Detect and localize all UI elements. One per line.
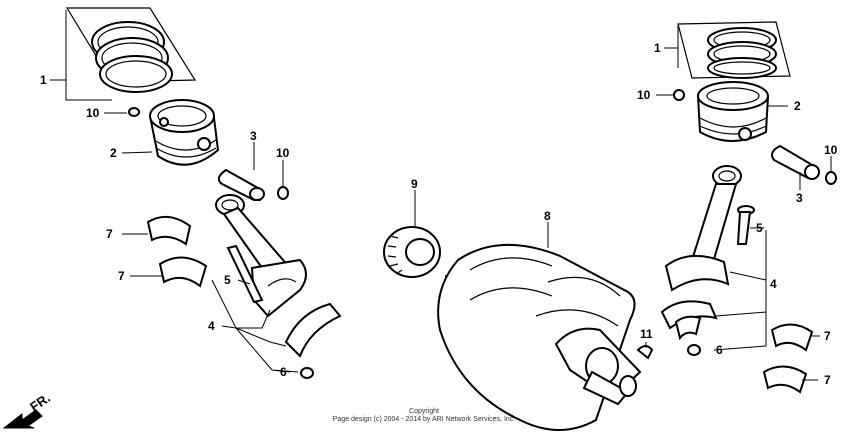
rod-nut-left[interactable] bbox=[300, 367, 314, 379]
callout-2-left: 2 bbox=[110, 146, 117, 160]
bearing-shell-right-bot[interactable] bbox=[762, 365, 808, 394]
callout-10-right-mid: 10 bbox=[824, 143, 838, 157]
callout-7-left-bot: 7 bbox=[118, 269, 125, 283]
piston-pin-clip-left-mid[interactable] bbox=[277, 186, 289, 200]
callout-3-right: 3 bbox=[796, 191, 803, 205]
callout-4-left: 4 bbox=[208, 319, 215, 333]
callout-1-right: 1 bbox=[654, 41, 661, 55]
callout-10-right-top: 10 bbox=[637, 88, 651, 102]
callout-9: 9 bbox=[411, 177, 418, 191]
connecting-rod-left[interactable] bbox=[215, 194, 307, 318]
copyright-line-1: Copyright bbox=[409, 408, 439, 415]
callout-4-right: 4 bbox=[770, 277, 777, 291]
callout-labels: 1 10 2 3 10 7 7 5 4 6 9 8 1 10 2 10 3 5 … bbox=[40, 41, 838, 387]
rod-bolt-right[interactable] bbox=[736, 205, 755, 245]
callout-10-left-top: 10 bbox=[86, 106, 100, 120]
piston-pin-clip-left-top[interactable] bbox=[128, 107, 140, 117]
piston-pin-clip-right-mid[interactable] bbox=[825, 171, 837, 185]
callout-11: 11 bbox=[640, 327, 653, 341]
rod-nut-right[interactable] bbox=[687, 344, 701, 356]
bearing-shell-left-bot[interactable] bbox=[158, 256, 208, 288]
piston-pin-right[interactable] bbox=[771, 144, 820, 180]
front-arrow-icon: FR. bbox=[2, 390, 53, 429]
callout-6-right: 6 bbox=[716, 343, 723, 357]
callout-8: 8 bbox=[544, 209, 551, 223]
piston-rings-left[interactable] bbox=[65, 7, 197, 93]
copyright-line-2: Page design (c) 2004 - 2014 by ARI Netwo… bbox=[333, 416, 516, 423]
bearing-shell-left-top[interactable] bbox=[146, 215, 192, 246]
piston-left[interactable] bbox=[148, 99, 220, 166]
callout-2-right: 2 bbox=[794, 99, 801, 113]
rod-bolt-left[interactable] bbox=[226, 244, 264, 304]
piston-right[interactable] bbox=[696, 81, 770, 142]
connecting-rod-right[interactable] bbox=[664, 165, 742, 292]
callout-7-left-top: 7 bbox=[106, 227, 113, 241]
callout-5-right: 5 bbox=[756, 221, 763, 235]
callout-3-left: 3 bbox=[250, 129, 257, 143]
piston-pin-clip-right-top[interactable] bbox=[673, 89, 685, 101]
bearing-shell-right-top[interactable] bbox=[770, 323, 814, 352]
callout-10-left-mid: 10 bbox=[276, 146, 290, 160]
callout-7-right-top: 7 bbox=[824, 329, 831, 343]
rod-cap-right[interactable] bbox=[660, 300, 718, 341]
callout-7-right-bot: 7 bbox=[824, 373, 831, 387]
needle-bearing[interactable] bbox=[383, 226, 441, 278]
callout-5-left: 5 bbox=[224, 273, 231, 287]
rod-cap-left[interactable] bbox=[284, 302, 342, 358]
front-label: FR. bbox=[27, 390, 53, 414]
leader-lines bbox=[50, 10, 832, 381]
woodruff-key[interactable] bbox=[636, 345, 654, 360]
piston-pin-left[interactable] bbox=[217, 168, 265, 201]
crankshaft[interactable] bbox=[437, 243, 642, 431]
callout-1-left: 1 bbox=[40, 73, 47, 87]
callout-6-left: 6 bbox=[280, 365, 287, 379]
piston-rings-right[interactable] bbox=[677, 21, 791, 79]
